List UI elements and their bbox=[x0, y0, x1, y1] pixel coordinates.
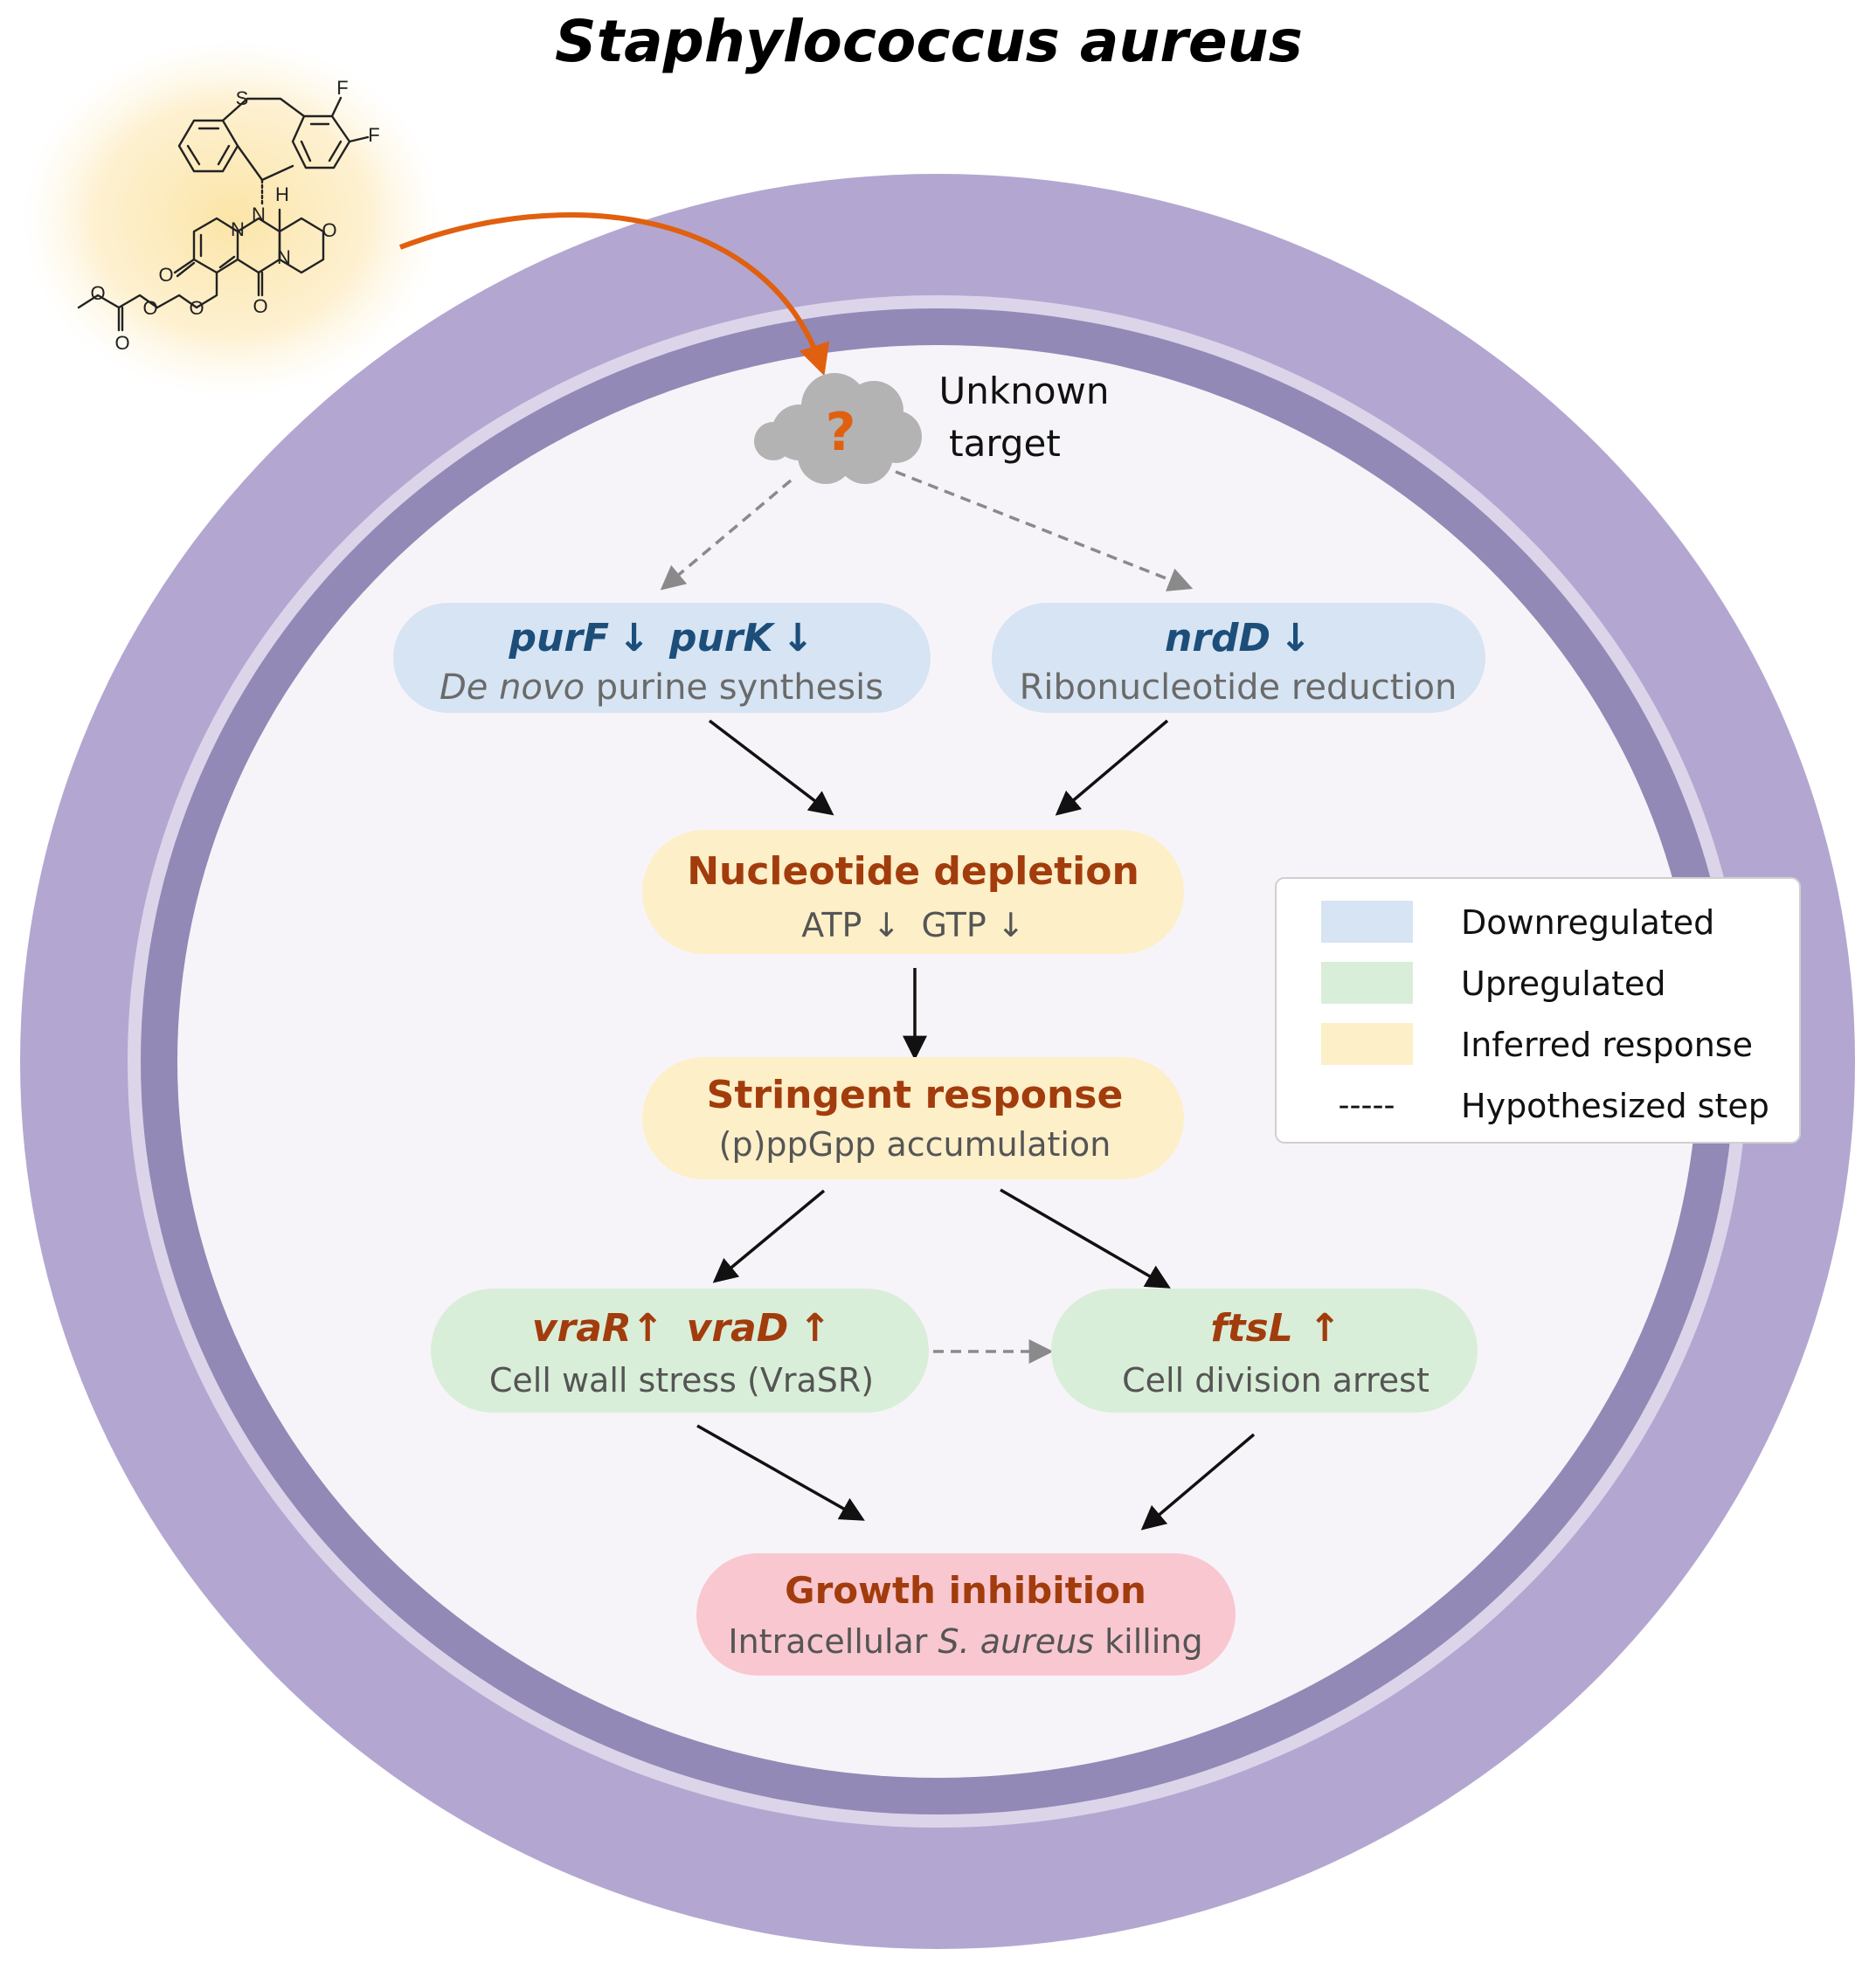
growth-desc-pre: Intracellular bbox=[728, 1622, 938, 1661]
legend-item: Upregulated bbox=[1321, 962, 1666, 1004]
atom-o2: O bbox=[158, 264, 173, 286]
node-cell-wall-stress: vraR↑vraD↑ Cell wall stress (VraSR) bbox=[431, 1289, 929, 1413]
page-title: Staphylococcus aureus bbox=[555, 8, 1303, 75]
unknown-target-label-line1: Unknown bbox=[939, 370, 1110, 412]
unknown-target-label-line2: target bbox=[949, 422, 1061, 465]
nucleotide-title: Nucleotide depletion bbox=[687, 849, 1139, 894]
arrow-fts-to-growth bbox=[1140, 1433, 1256, 1531]
atom-h: H bbox=[275, 183, 289, 205]
up-arrow-icon: ↑ bbox=[632, 1306, 664, 1351]
stringent-desc: (p)ppGpp accumulation bbox=[719, 1125, 1111, 1164]
arrow-stringent-to-vra bbox=[712, 1189, 826, 1283]
compound-entry-arrow bbox=[398, 212, 830, 377]
growth-desc-italic: S. aureus bbox=[938, 1622, 1095, 1661]
down-arrow-icon: ↓ bbox=[782, 616, 814, 660]
legend-label: Upregulated bbox=[1461, 964, 1666, 1003]
atom-o1: O bbox=[322, 219, 336, 241]
atom-o7: O bbox=[114, 332, 129, 354]
arrow-purine-to-nucleotide bbox=[708, 719, 834, 816]
svg-text:nrdD↓: nrdD↓ bbox=[1165, 616, 1312, 660]
arrow-stringent-to-fts bbox=[1000, 1188, 1171, 1289]
node-nucleotide-depletion: Nucleotide depletion ATP ↓ GTP ↓ bbox=[642, 830, 1184, 954]
gene-nrdd: nrdD bbox=[1165, 616, 1270, 660]
svg-text:ftsL↑: ftsL ↑ bbox=[1210, 1306, 1340, 1351]
atom-n3: N bbox=[277, 246, 291, 268]
svg-text:purF↓purK↓: purF↓purK↓ bbox=[509, 616, 814, 660]
svg-text:vraR↑vraD↑: vraR↑vraD↑ bbox=[532, 1306, 831, 1351]
node-cell-division-arrest: ftsL ↑ Cell division arrest bbox=[1051, 1289, 1478, 1413]
legend-box bbox=[1275, 877, 1801, 1144]
legend-swatch bbox=[1321, 901, 1413, 943]
vra-desc: Cell wall stress (VraSR) bbox=[489, 1361, 874, 1400]
atom-s: S bbox=[236, 87, 249, 109]
svg-text:De novo purine synthesis: De novo purine synthesis bbox=[440, 667, 883, 708]
gene-ftsl: ftsL bbox=[1210, 1306, 1292, 1351]
unknown-target: ? Unknown target bbox=[754, 370, 1109, 484]
hypothesized-arrow-to-purine bbox=[660, 479, 793, 591]
down-arrow-icon: ↓ bbox=[1279, 616, 1312, 660]
nucleotide-desc: ATP ↓ GTP ↓ bbox=[801, 906, 1024, 944]
growth-title: Growth inhibition bbox=[785, 1569, 1146, 1612]
nrd-desc: Ribonucleotide reduction bbox=[1020, 667, 1457, 708]
up-arrow-icon: ↑ bbox=[1309, 1306, 1341, 1351]
legend-swatch bbox=[1321, 1023, 1413, 1065]
atom-n2: N bbox=[231, 218, 245, 240]
gene-vrad: vraD bbox=[687, 1306, 789, 1351]
legend-dash-symbol: ----- bbox=[1339, 1088, 1395, 1123]
node-ribonucleotide-reduction: nrdD↓ Ribonucleotide reduction bbox=[992, 603, 1485, 713]
gene-purk: purK bbox=[668, 616, 776, 660]
atom-f2: F bbox=[368, 124, 379, 146]
legend-item: Inferred response bbox=[1321, 1023, 1753, 1065]
gene-vrar: vraR bbox=[532, 1306, 632, 1351]
legend-label: Inferred response bbox=[1461, 1026, 1753, 1064]
cloud-icon bbox=[754, 373, 922, 484]
atom-o5: O bbox=[142, 297, 157, 319]
legend-label: Hypothesized step bbox=[1461, 1087, 1769, 1125]
node-purine-synthesis: purF↓purK↓ De novo purine synthesis bbox=[393, 603, 931, 713]
purine-desc-rest: purine synthesis bbox=[585, 667, 883, 708]
fts-desc: Cell division arrest bbox=[1122, 1361, 1429, 1400]
purine-desc-italic: De novo bbox=[440, 667, 585, 708]
atom-o3: O bbox=[253, 295, 267, 317]
atom-o6: O bbox=[90, 282, 105, 304]
compound-structure: S F F N N N H O O O O O O O bbox=[22, 39, 441, 397]
hypothesized-arrow-to-nrd bbox=[895, 470, 1194, 591]
legend-label: Downregulated bbox=[1461, 903, 1714, 942]
legend-item: Downregulated bbox=[1321, 901, 1714, 943]
atom-f1: F bbox=[336, 77, 348, 99]
arrow-vra-to-growth bbox=[696, 1424, 865, 1521]
stringent-title: Stringent response bbox=[707, 1073, 1124, 1117]
atom-n1: N bbox=[252, 204, 266, 225]
compound-glow bbox=[22, 39, 441, 397]
legend-item: ----- Hypothesized step bbox=[1339, 1087, 1769, 1125]
arrow-nrd-to-nucleotide bbox=[1055, 719, 1169, 816]
atom-o4: O bbox=[189, 297, 204, 319]
node-growth-inhibition: Growth inhibition Intracellular S. aureu… bbox=[696, 1553, 1236, 1676]
down-arrow-icon: ↓ bbox=[618, 616, 650, 660]
up-arrow-icon: ↑ bbox=[799, 1306, 831, 1351]
growth-desc-post: killing bbox=[1094, 1622, 1203, 1661]
legend-swatch bbox=[1321, 962, 1413, 1004]
question-mark: ? bbox=[826, 402, 856, 463]
svg-text:Intracellular S. aureus killin: Intracellular S. aureus killing bbox=[728, 1622, 1202, 1661]
gene-purf: purF bbox=[509, 616, 610, 660]
node-stringent-response: Stringent response (p)ppGpp accumulation bbox=[642, 1057, 1184, 1179]
